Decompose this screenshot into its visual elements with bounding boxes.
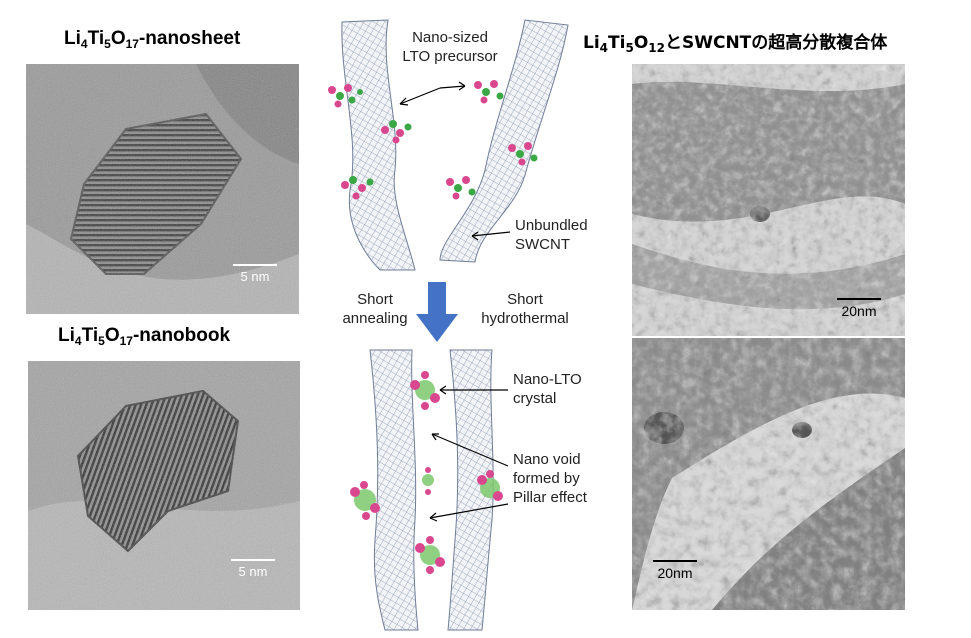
- swcnt-tube-top-right: [439, 19, 569, 263]
- swcnt-diagram: [328, 19, 569, 631]
- lto-precursor-cluster: [446, 176, 476, 200]
- nano-void-label: Nano void formed by Pillar effect: [513, 451, 587, 506]
- lto-precursor-cluster: [474, 80, 504, 104]
- nano-lto-crystal: [422, 467, 434, 495]
- nanosheet-tem-image: 5 nm: [26, 64, 299, 314]
- composite-bottom-scalebar: 20nm: [640, 560, 710, 581]
- short-hydrothermal-label: Short hydrothermal: [481, 291, 569, 327]
- nano-lto-crystal: [350, 481, 380, 520]
- nanobook-tem-image: 5 nm: [28, 361, 300, 610]
- nanosheet-scalebar: 5 nm: [230, 264, 280, 284]
- nanobook-scalebar: 5 nm: [228, 559, 278, 579]
- composite-top-scalebar: 20nm: [824, 298, 894, 319]
- lto-precursor-cluster: [328, 84, 363, 108]
- nanobook-title: Li4Ti5O17-nanobook: [58, 325, 231, 348]
- swcnt-tube-bottom-left: [369, 349, 419, 631]
- lto-precursor-cluster: [341, 176, 374, 200]
- lto-precursor-cluster: [381, 120, 412, 144]
- nano-sized-precursor-label: Nano-sized LTO precursor: [402, 29, 498, 65]
- lto-precursor-cluster: [508, 142, 538, 166]
- swcnt-tube-top-left: [341, 19, 416, 271]
- composite-tem-image-bottom: 20nm: [632, 338, 905, 610]
- nano-lto-crystal: [410, 371, 440, 410]
- nano-lto-crystal: [415, 536, 445, 574]
- unbundled-swcnt-label: Unbundled SWCNT: [515, 217, 588, 253]
- composite-title: Li4Ti5O12とSWCNTの超高分散複合体: [583, 33, 888, 55]
- nano-lto-crystal-label: Nano-LTO crystal: [513, 371, 582, 407]
- swcnt-tube-bottom-right: [447, 349, 494, 631]
- composite-tem-image-top: 20nm: [632, 64, 905, 336]
- nanosheet-title: Li4Ti5O17-nanosheet: [64, 28, 241, 51]
- short-annealing-label: Short annealing: [342, 291, 408, 327]
- nano-lto-crystal: [477, 470, 503, 501]
- process-arrow: [416, 282, 458, 342]
